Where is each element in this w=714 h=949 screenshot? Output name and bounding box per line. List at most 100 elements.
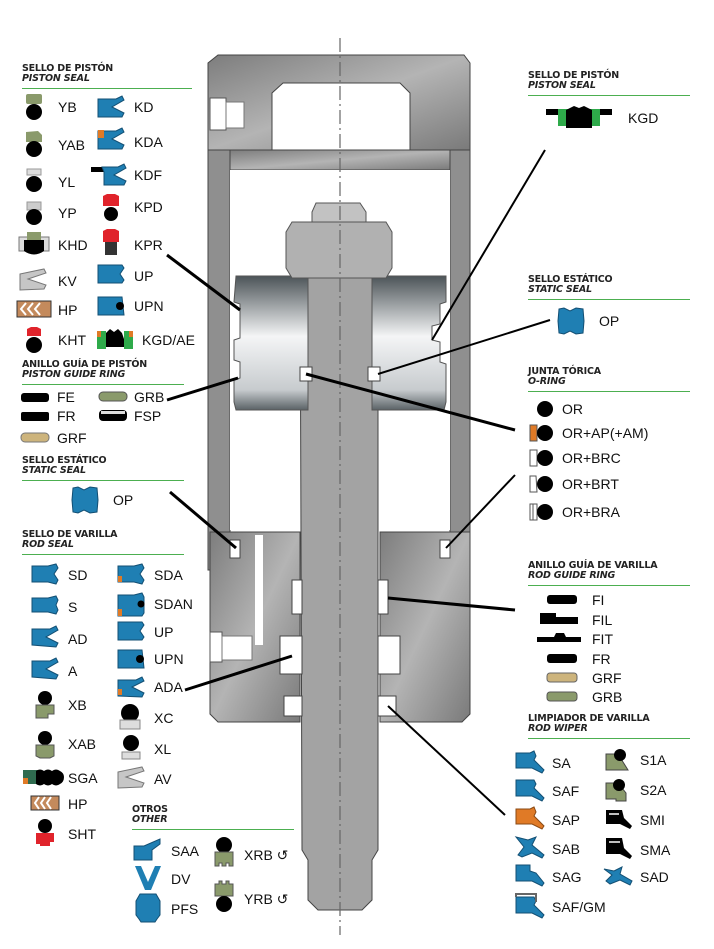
piston-seal-header: SELLO DE PISTÓN PISTON SEAL xyxy=(22,64,192,89)
item-op: OP xyxy=(113,492,134,508)
red-cap-oring-icon xyxy=(26,327,42,353)
red-cap-ball-icon xyxy=(103,194,119,221)
item-xc: XC xyxy=(154,710,174,726)
grey-v-seal-icon xyxy=(117,766,145,789)
ball-grey-cap-icon xyxy=(26,201,42,225)
static-seal-right-header: SELLO ESTÁTICO STATIC SEAL xyxy=(528,275,690,300)
item-op-right: OP xyxy=(599,313,620,329)
ball-white-cap-icon xyxy=(26,168,42,192)
blue-aa-seal-icon xyxy=(133,838,161,861)
red-cap-block-icon xyxy=(103,229,119,255)
ball-olive-base-icon xyxy=(35,691,55,719)
section-rule xyxy=(528,95,690,96)
item-kpd: KPD xyxy=(134,199,163,215)
item-xl: XL xyxy=(154,741,172,757)
item-sma: SMA xyxy=(640,842,671,858)
item-kpr: KPR xyxy=(134,237,163,253)
item-sda: SDA xyxy=(154,567,183,583)
section-rule xyxy=(528,299,690,300)
section-rule xyxy=(132,829,294,830)
item-sd: SD xyxy=(68,567,88,583)
ball-white-base-icon xyxy=(119,704,141,730)
blue-u-seal-oring-icon xyxy=(97,296,125,316)
item-grb-rod: GRB xyxy=(592,689,623,705)
blue-u-seal-icon xyxy=(97,264,125,284)
o-ring-icon xyxy=(537,401,553,417)
section-rule xyxy=(22,88,192,89)
ball-red-base-icon xyxy=(36,819,54,846)
item-fi: FI xyxy=(592,592,605,608)
section-rule xyxy=(528,738,690,739)
item-sag: SAG xyxy=(552,869,582,885)
piston-guide-ring-header: ANILLO GUÍA DE PISTÓN PISTON GUIDE RING xyxy=(22,360,184,385)
blue-rod-seal-orange-icon xyxy=(117,563,145,585)
blue-lip-seal-orange-icon xyxy=(117,676,145,698)
item-yrb: YRB ↺ xyxy=(244,891,289,907)
blue-piston-seal-icon xyxy=(135,893,161,923)
section-rule xyxy=(528,391,690,392)
black-guide-ring-icon xyxy=(547,654,577,663)
item-kda: KDA xyxy=(134,134,163,150)
item-xrb: XRB ↺ xyxy=(244,847,289,863)
item-fil: FIL xyxy=(592,612,613,628)
grey-v-seal-icon xyxy=(19,268,47,291)
item-kgd-ae: KGD/AE xyxy=(142,332,195,348)
item-s: S xyxy=(68,599,78,615)
item-hp: HP xyxy=(58,302,78,318)
item-kv: KV xyxy=(58,273,77,289)
item-pfs: PFS xyxy=(171,901,199,917)
blue-rod-seal-icon xyxy=(31,595,59,615)
section-rule xyxy=(528,585,690,586)
item-sdan: SDAN xyxy=(154,596,193,612)
ball-white-base-icon xyxy=(121,735,141,760)
black-grey-guide-ring-icon xyxy=(99,410,127,421)
item-or-brc: OR+BRC xyxy=(562,450,621,466)
item-upn-rod: UPN xyxy=(154,651,184,667)
olive-guide-ring-icon xyxy=(546,691,578,702)
item-yl: YL xyxy=(58,174,76,190)
blue-wiper-metal-icon xyxy=(515,893,545,919)
blue-u-seal-oring-icon xyxy=(117,649,145,669)
blue-profile-seal-icon xyxy=(557,307,585,335)
ball-olive-cap-icon xyxy=(26,94,42,120)
item-up: UP xyxy=(134,268,154,284)
item-saf-gm: SAF/GM xyxy=(552,899,606,915)
item-yb: YB xyxy=(58,99,77,115)
blue-lip-seal-icon xyxy=(31,657,59,680)
item-sga: SGA xyxy=(68,770,98,786)
item-yab: YAB xyxy=(58,137,85,153)
blue-profile-seal-icon xyxy=(71,486,99,514)
blue-double-wiper-icon xyxy=(603,866,633,886)
blue-wiper-icon xyxy=(515,779,545,802)
blue-lip-seal-flange-icon xyxy=(91,163,127,186)
item-ada: ADA xyxy=(154,679,183,695)
item-hp-rod: HP xyxy=(68,796,88,812)
blue-lip-seal-icon xyxy=(31,625,59,648)
o-ring-backup-orange-icon xyxy=(529,424,553,442)
blue-rod-seal-oring-icon xyxy=(117,592,145,617)
blue-lip-seal-icon xyxy=(97,95,125,118)
blue-u-seal-icon xyxy=(117,621,145,641)
section-rule xyxy=(22,480,184,481)
ball-olive-step-icon xyxy=(26,131,42,157)
blue-v-seal-icon xyxy=(135,866,161,890)
tan-guide-ring-icon xyxy=(20,432,50,443)
chevron-packing-icon xyxy=(30,795,60,811)
ball-olive-castle-icon xyxy=(214,837,234,867)
item-up-rod: UP xyxy=(154,624,174,640)
item-s1a: S1A xyxy=(640,752,667,768)
o-ring-backup-split-icon xyxy=(529,503,553,521)
blue-wiper-icon xyxy=(515,864,545,887)
item-kd: KD xyxy=(134,99,154,115)
rod-seal-header: SELLO DE VARILLA ROD SEAL xyxy=(22,530,184,555)
item-upn: UPN xyxy=(134,298,164,314)
item-sad: SAD xyxy=(640,869,669,885)
o-ring-backup-white-icon xyxy=(529,449,553,467)
olive-guide-ring-icon xyxy=(98,391,128,402)
item-or-bra: OR+BRA xyxy=(562,504,620,520)
item-or: OR xyxy=(562,401,583,417)
item-sab: SAB xyxy=(552,841,581,857)
item-smi: SMI xyxy=(640,812,665,828)
black-flanged-ring-icon xyxy=(540,613,578,624)
